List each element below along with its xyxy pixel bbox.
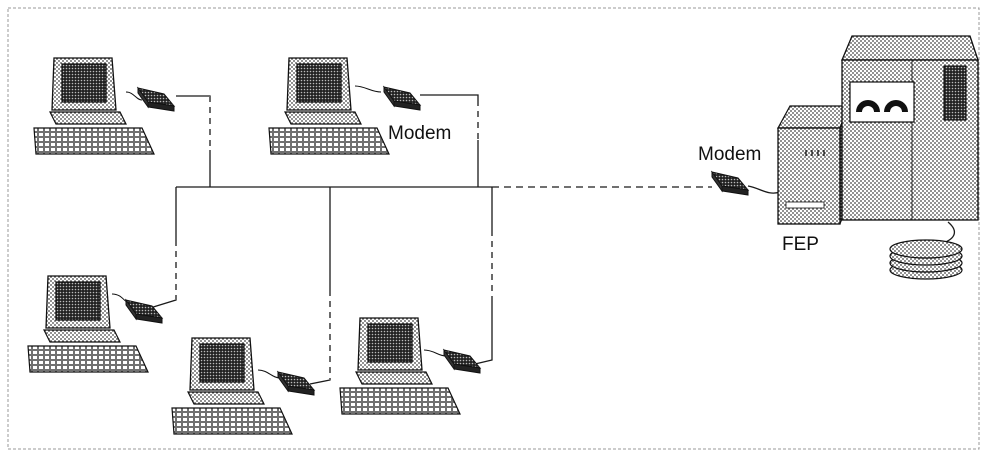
modem-5: [444, 350, 480, 373]
modem-fep: [712, 172, 748, 195]
desktop-computer-icon: [269, 58, 389, 154]
modem-2: [384, 87, 420, 110]
modem-to-fep-cable: [748, 186, 780, 193]
diagram-border: [8, 8, 979, 449]
terminal-5: [340, 318, 460, 414]
modem-icon: [126, 300, 162, 323]
modem-label-fep: Modem: [698, 144, 761, 165]
desktop-computer-icon: [28, 276, 148, 372]
desktop-computer-icon: [34, 58, 154, 154]
modem-icon: [278, 372, 314, 395]
modem-icon: [138, 88, 174, 111]
drop-terminal-1: [176, 96, 210, 187]
drop-terminal-5: [475, 187, 492, 364]
terminal-cable: [424, 350, 446, 356]
drop-terminal-3: [150, 187, 176, 308]
desktop-computer-icon: [340, 318, 460, 414]
front-end-processor: [778, 106, 848, 224]
terminal-4: [172, 338, 292, 434]
modem-3: [126, 300, 162, 323]
modem-icon: [384, 87, 420, 110]
mainframe-computer-icon: [842, 36, 978, 220]
modem-1: [138, 88, 174, 111]
modem-4: [278, 372, 314, 395]
terminal-cable: [258, 370, 280, 378]
terminal-3: [28, 276, 148, 372]
modem-label-left: Modem: [388, 123, 451, 144]
desktop-computer-icon: [172, 338, 292, 434]
modem-icon: [712, 172, 748, 195]
front-end-processor-icon: [778, 106, 848, 224]
fep-label: FEP: [782, 234, 819, 255]
disk-pack-icon: [890, 240, 962, 279]
terminal-1: [34, 58, 154, 154]
disk-pack: [890, 240, 962, 279]
terminal-2: [269, 58, 389, 154]
modem-icon: [444, 350, 480, 373]
drop-terminal-4: [310, 187, 330, 384]
mainframe: [842, 36, 978, 220]
terminal-cable: [355, 86, 381, 92]
